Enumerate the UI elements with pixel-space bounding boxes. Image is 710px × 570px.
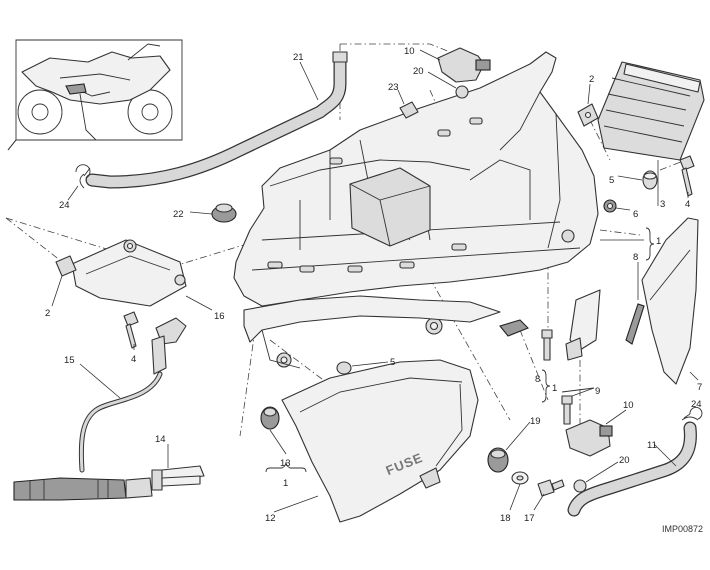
callout-11: 11 [647, 440, 657, 451]
clip-24-left [75, 164, 91, 179]
pad-8-lower [499, 319, 529, 337]
callout-6: 6 [633, 209, 638, 220]
sensor-10-top [419, 47, 491, 99]
washer-18 [509, 471, 529, 511]
grommet-5-center [336, 361, 389, 375]
fuse-cover-12: FUSE [281, 359, 479, 523]
callout-1-right: 1 [656, 236, 661, 247]
callout-5-center: 5 [390, 357, 395, 368]
clip-24-right [683, 406, 703, 420]
hose-11 [567, 416, 699, 517]
callout-17: 17 [524, 513, 535, 524]
bracket-23 [397, 89, 419, 119]
spark-sensor-14 [13, 444, 205, 501]
bolt-9-a [541, 329, 553, 361]
grommet-19 [487, 421, 531, 473]
callout-13: 13 [280, 458, 291, 469]
callout-4-right: 4 [685, 199, 690, 210]
callout-18: 18 [500, 513, 511, 524]
callout-3: 3 [660, 199, 665, 210]
callout-24-left: 24 [59, 200, 70, 211]
callout-2-top: 2 [589, 74, 594, 85]
callout-23: 23 [388, 82, 399, 93]
callout-21: 21 [293, 52, 304, 63]
bracket-near-frame [565, 289, 601, 361]
callout-7: 7 [697, 382, 702, 393]
brace-1-lower [541, 369, 595, 403]
rubber-mount-22 [189, 203, 237, 223]
callout-12: 12 [265, 513, 276, 524]
regulator-3 [597, 61, 705, 161]
side-panel-7 [641, 217, 699, 385]
main-frame [233, 51, 599, 368]
callout-19: 19 [530, 416, 541, 427]
grommet-13 [260, 406, 307, 473]
callout-1-lower: 1 [552, 383, 557, 394]
callout-10-bottom: 10 [623, 400, 634, 411]
battery-bracket-16 [51, 239, 213, 311]
callout-2-left: 2 [45, 308, 50, 319]
reference-code: IMP00872 [662, 524, 703, 534]
motorcycle-inset [7, 39, 183, 151]
frame-lower-flange [243, 295, 501, 369]
brace-1-right [600, 227, 655, 261]
callout-numbers: 21 10 20 23 2 24 22 5 3 4 6 1 8 2 16 4 1… [45, 46, 702, 524]
callout-20-top: 20 [413, 66, 424, 77]
cable-15 [78, 317, 187, 473]
callout-5-right: 5 [609, 175, 614, 186]
callout-16: 16 [214, 311, 225, 322]
callout-4-left: 4 [131, 354, 136, 365]
callout-24-right: 24 [691, 399, 702, 410]
bracket-2-upper [577, 83, 599, 127]
callout-20-bottom: 20 [619, 455, 630, 466]
nut-6 [603, 199, 631, 213]
bolt-17 [533, 479, 565, 511]
strip-8-right [625, 262, 645, 345]
callout-9: 9 [595, 386, 600, 397]
callout-8-lower: 8 [535, 374, 540, 385]
leader-lines [67, 61, 677, 513]
bolt-4-right [679, 155, 695, 198]
callout-1-bottom: 1 [283, 478, 288, 489]
callout-10-top: 10 [404, 46, 415, 57]
callout-8-right: 8 [633, 252, 638, 263]
bolt-4-left [123, 311, 139, 350]
bolt-9-b [561, 387, 595, 425]
sensor-10-bottom [565, 409, 627, 493]
grommet-5-right [617, 170, 658, 190]
callout-14: 14 [155, 434, 166, 445]
callout-15: 15 [64, 355, 75, 366]
callout-22: 22 [173, 209, 184, 220]
hose-21 [79, 51, 348, 189]
